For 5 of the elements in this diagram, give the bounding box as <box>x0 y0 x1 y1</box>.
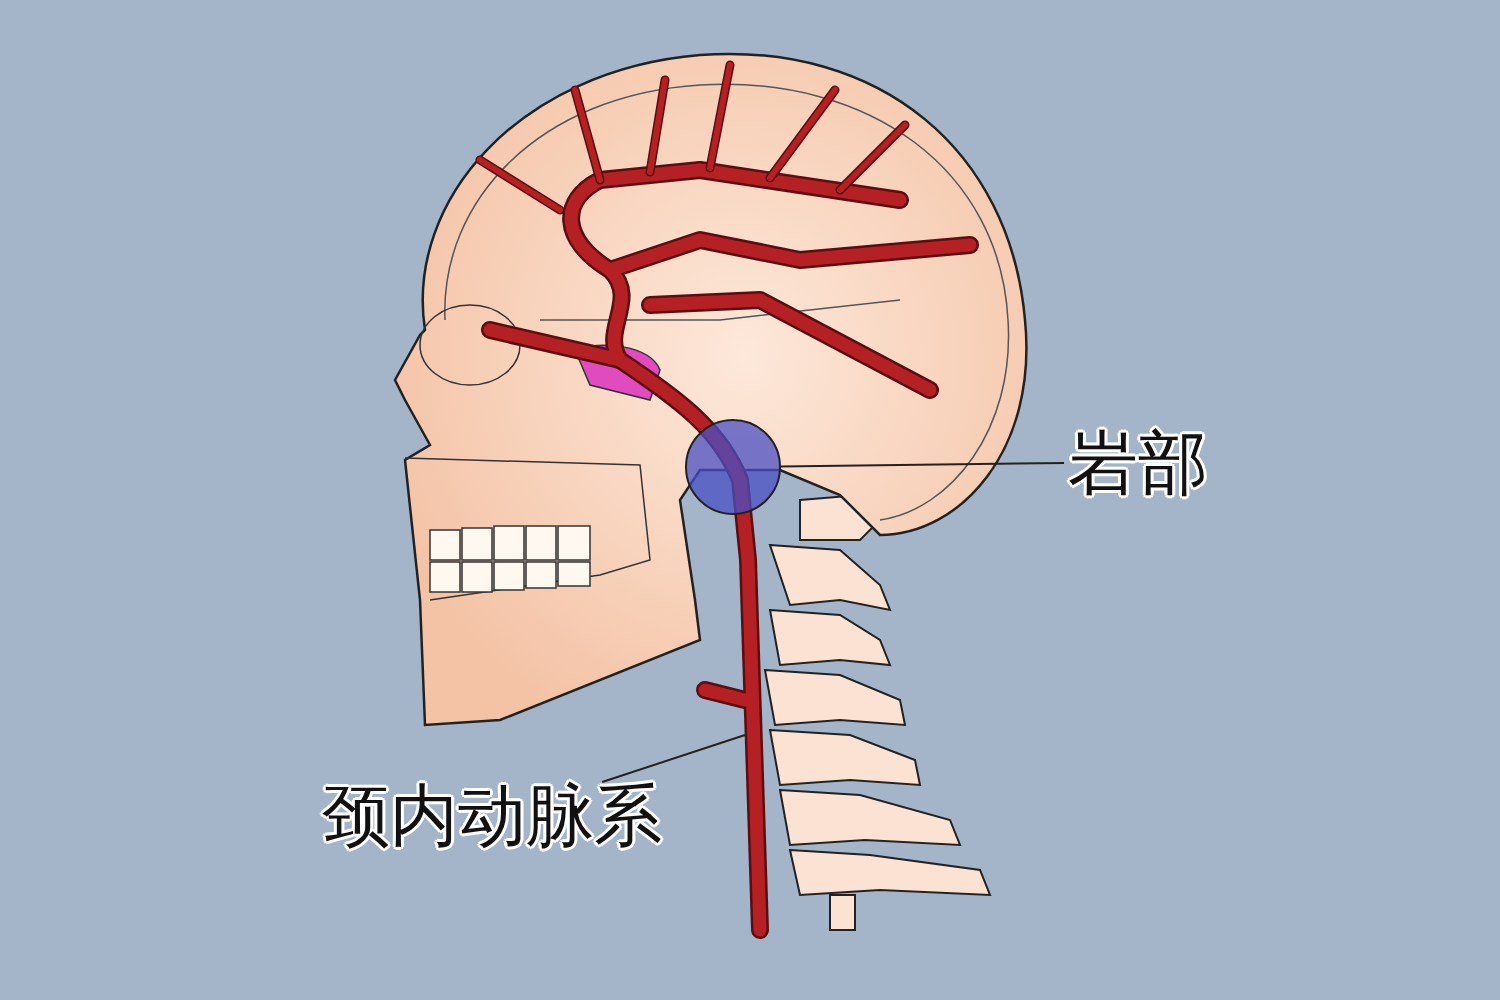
leader-line <box>601 734 746 783</box>
part-label: 颈内动脉系 <box>322 782 662 850</box>
leader-line <box>779 462 1065 468</box>
highlight-circle <box>685 419 781 515</box>
part-label: 岩部 <box>1068 428 1208 498</box>
